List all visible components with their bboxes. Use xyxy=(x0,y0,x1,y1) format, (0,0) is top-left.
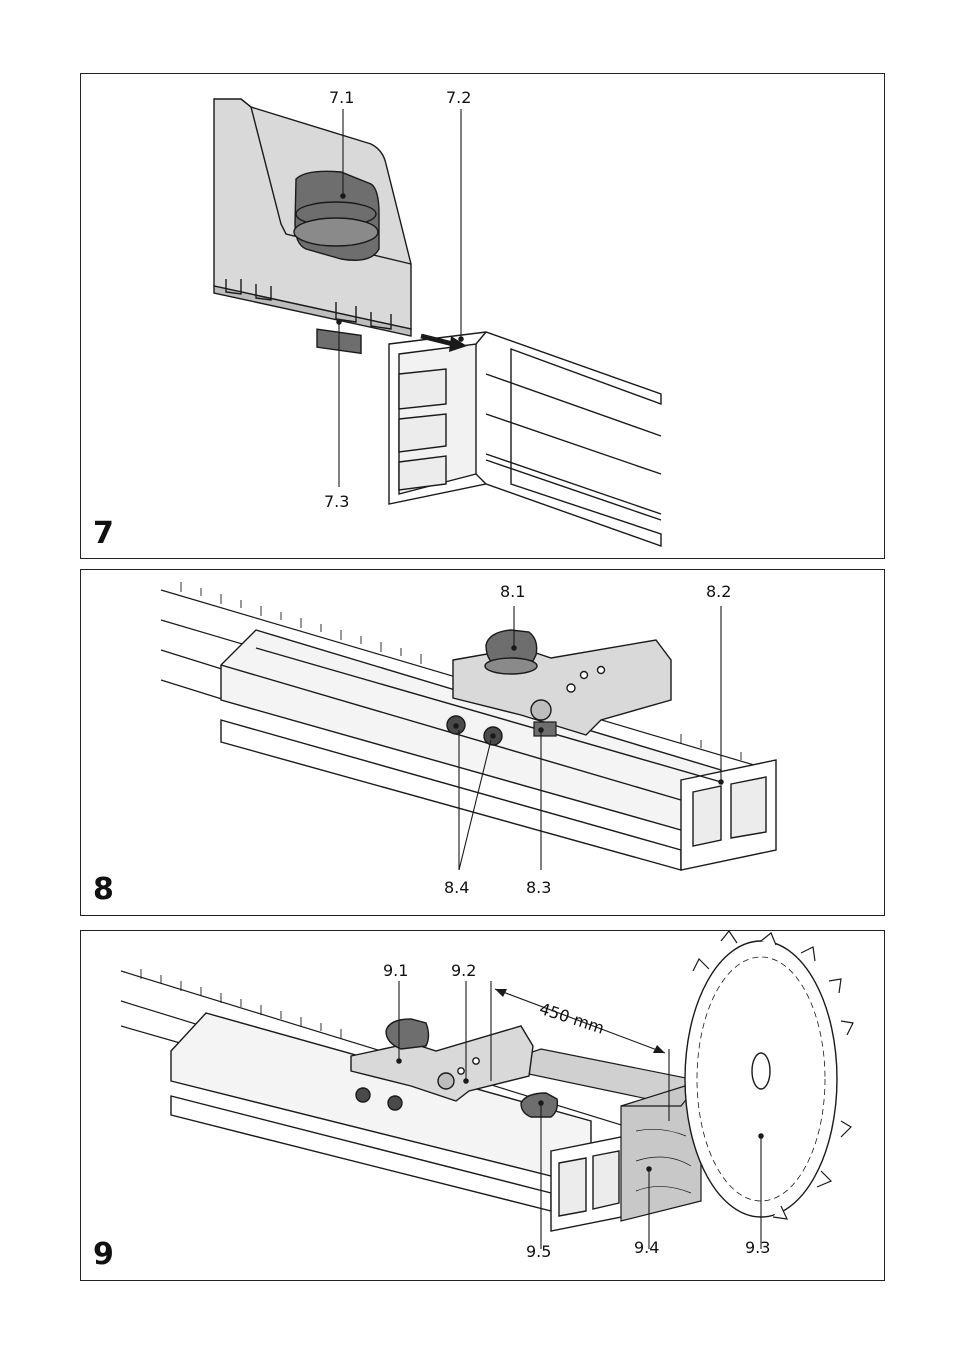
profile-rail xyxy=(388,331,662,547)
insert-arrow xyxy=(420,333,454,347)
callout-7-3: 7.3 xyxy=(324,492,350,511)
fence-extrusion xyxy=(220,629,777,871)
stop-bracket xyxy=(350,1025,534,1102)
leader-lines xyxy=(396,981,764,1249)
workpiece-9-4 xyxy=(488,1048,703,1222)
callout-7-1: 7.1 xyxy=(329,88,355,107)
callout-9-2: 9.2 xyxy=(451,961,477,980)
leader-lines xyxy=(336,109,464,487)
saw-teeth xyxy=(692,931,854,1220)
figure-9-illustration xyxy=(120,931,854,1249)
knob-7-1 xyxy=(293,170,380,261)
figure-number-7: 7 xyxy=(93,516,114,551)
knob-9-1 xyxy=(385,1018,430,1050)
fence-extrusion xyxy=(170,1012,627,1232)
figure-7-panel: 7.1 7.2 7.3 7 xyxy=(80,73,885,559)
callout-8-4: 8.4 xyxy=(444,878,470,897)
figure-8-panel: 8.1 8.2 8.3 8.4 8 xyxy=(80,569,885,916)
callout-9-5: 9.5 xyxy=(526,1242,552,1261)
figure-number-8: 8 xyxy=(93,872,114,907)
leader-lines xyxy=(453,606,724,871)
figure-7-illustration xyxy=(213,98,662,547)
callout-8-1: 8.1 xyxy=(500,582,526,601)
slot-nut-8-3 xyxy=(533,721,557,737)
figure-9-panel: 9.1 9.2 9.3 9.4 9.5 450 mm 9 xyxy=(80,930,885,1281)
clamp-screws xyxy=(355,1087,403,1111)
saw-blade-9-3 xyxy=(684,940,838,1218)
callout-8-2: 8.2 xyxy=(706,582,732,601)
knob-8-1 xyxy=(484,629,538,675)
dimension-line xyxy=(490,981,670,1121)
callout-7-2: 7.2 xyxy=(446,88,472,107)
figure-number-9: 9 xyxy=(93,1237,114,1272)
callout-8-3: 8.3 xyxy=(526,878,552,897)
callout-9-4: 9.4 xyxy=(634,1238,660,1257)
figure-8-illustration xyxy=(160,582,777,871)
scale-ticks xyxy=(140,969,342,1039)
callout-9-3: 9.3 xyxy=(745,1238,771,1257)
callout-9-1: 9.1 xyxy=(383,961,409,980)
